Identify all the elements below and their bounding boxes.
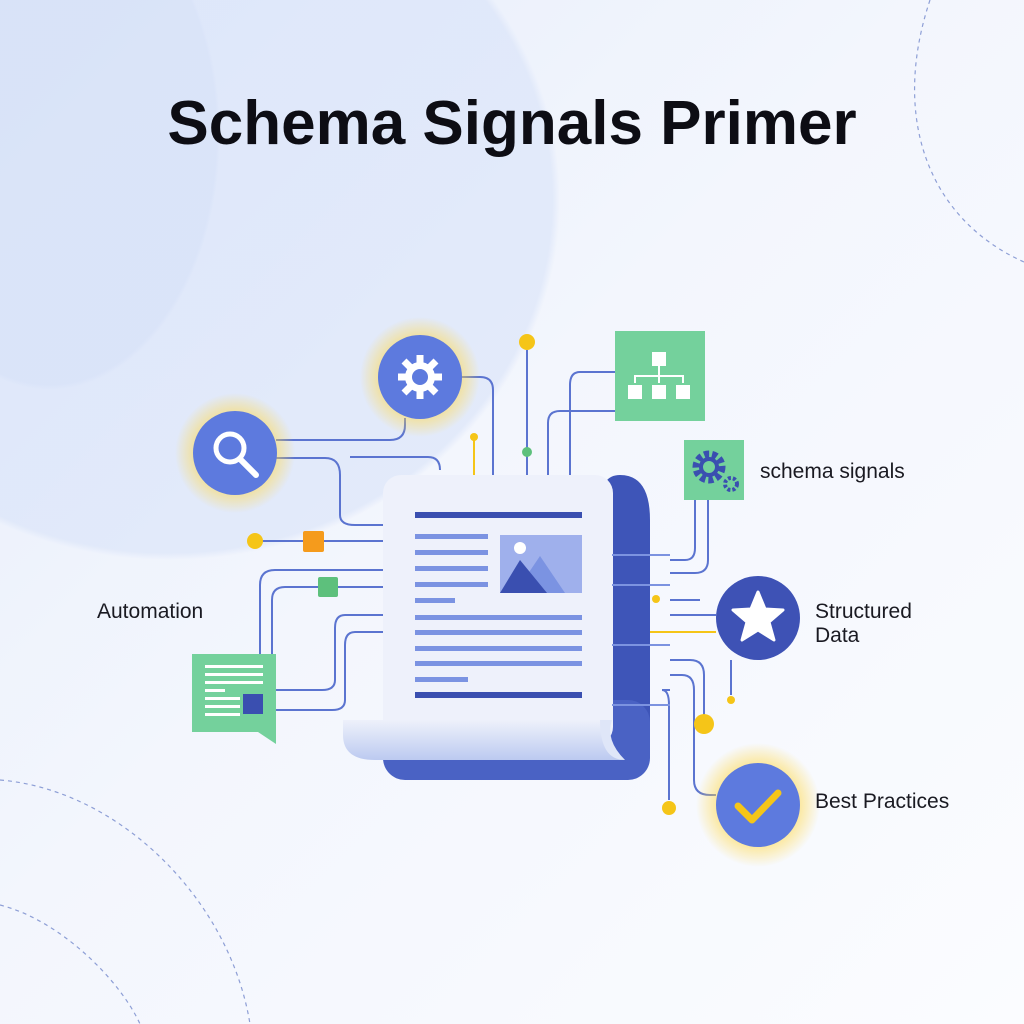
checkmark-icon [716,763,800,847]
sitemap-icon [615,331,705,421]
search-icon [193,411,277,495]
connector-lines [259,350,732,800]
document-illustration [343,475,670,780]
image-icon [500,535,582,593]
gear-icon [378,335,462,419]
label-schema-signals: schema signals [760,460,905,483]
gears-icon [684,440,744,500]
label-best-practices: Best Practices [815,790,950,813]
chat-document-icon [192,654,276,744]
page-title: Schema Signals Primer [167,89,857,158]
connector-nodes [247,334,735,815]
label-automation: Automation [97,600,204,623]
star-icon [716,576,800,660]
label-structured-data-line2: Data [815,624,860,647]
label-structured-data-line1: Structured [815,600,912,623]
label-structured-data: Structured Data [815,600,912,648]
